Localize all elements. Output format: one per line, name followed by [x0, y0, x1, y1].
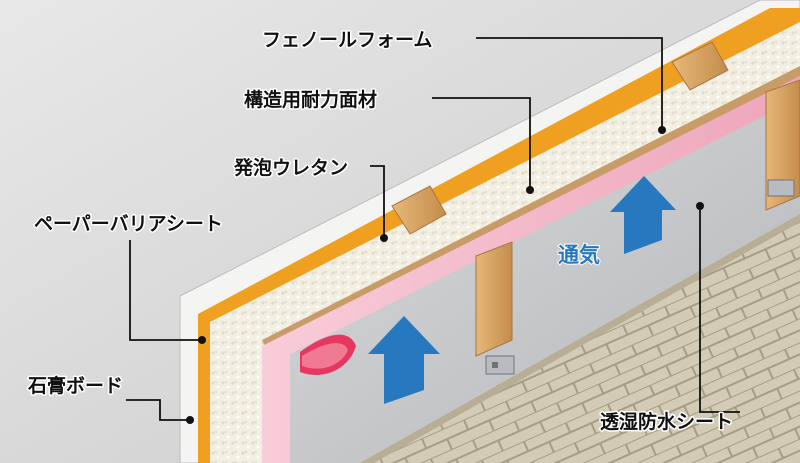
furring-strip	[765, 79, 800, 211]
stud	[391, 185, 447, 235]
siding-edge	[360, 214, 800, 463]
metal-bracket-icon	[485, 355, 515, 375]
leader-structural-panel	[432, 97, 531, 188]
label-structural-panel: 構造用耐力面材	[244, 88, 377, 111]
leader-breathable-sheet	[699, 208, 740, 413]
leader-lines	[126, 37, 740, 424]
label-paper-barrier: ペーパーバリアシート	[34, 213, 223, 235]
label-spray-urethane: 発泡ウレタン	[233, 156, 348, 179]
airflow-arrow-icon	[610, 176, 676, 254]
label-gypsum-board: 石膏ボード	[27, 374, 123, 397]
leader-phenolic-foam	[476, 37, 663, 128]
label-breathable-sheet: 透湿防水シート	[600, 410, 733, 433]
phenolic-foam-layer	[262, 76, 800, 463]
label-ventilation: 通気	[558, 243, 600, 267]
furring-strip	[475, 241, 513, 357]
stud	[671, 41, 729, 91]
peeled-corner-inner	[302, 343, 348, 369]
metal-bracket-icon	[767, 179, 795, 197]
airflow-arrow-icon	[368, 316, 440, 404]
leader-gypsum-board	[126, 399, 188, 421]
leader-paper-barrier	[129, 240, 200, 341]
leader-spray-urethane	[370, 165, 385, 236]
label-phenolic-foam: フェノールフォーム	[262, 29, 432, 51]
